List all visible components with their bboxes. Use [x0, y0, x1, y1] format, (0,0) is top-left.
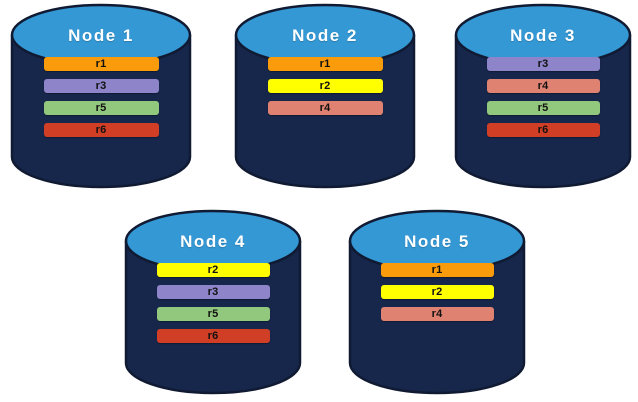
replica-label: r1: [319, 57, 331, 70]
replica-label: r6: [207, 329, 219, 342]
replica-label: r2: [431, 285, 443, 298]
replica-bar-r1[interactable]: r1: [43, 57, 159, 71]
cylinder-top-disk: [454, 3, 632, 67]
replica-bar-r6[interactable]: r6: [156, 329, 270, 343]
replica-label: r6: [95, 123, 107, 136]
replica-bar-r5[interactable]: r5: [43, 101, 159, 115]
replica-bar-r2[interactable]: r2: [380, 285, 494, 299]
replica-label: r5: [207, 307, 219, 320]
replica-label: r5: [537, 101, 549, 114]
replica-bar-r2[interactable]: r2: [156, 263, 270, 277]
replica-label: r2: [319, 79, 331, 92]
replica-bar-r4[interactable]: r4: [267, 101, 383, 115]
replica-label: r5: [95, 101, 107, 114]
replica-label: r1: [431, 263, 443, 276]
replica-bar-r5[interactable]: r5: [486, 101, 600, 115]
replica-label: r3: [95, 79, 107, 92]
replica-bar-r4[interactable]: r4: [486, 79, 600, 93]
node-2-replica-stack: r1 r2 r4: [232, 57, 418, 115]
cylinder-top-disk: [124, 209, 302, 273]
node-4-replica-stack: r2 r3 r5 r6: [122, 263, 304, 343]
replica-label: r2: [207, 263, 219, 276]
replica-bar-r6[interactable]: r6: [486, 123, 600, 137]
node-1-replica-stack: r1 r3 r5 r6: [8, 57, 194, 137]
replica-label: r4: [431, 307, 443, 320]
replica-label: r4: [537, 79, 549, 92]
replica-label: r4: [319, 101, 331, 114]
replica-label: r3: [537, 57, 549, 70]
replica-bar-r6[interactable]: r6: [43, 123, 159, 137]
replica-bar-r2[interactable]: r2: [267, 79, 383, 93]
replica-bar-r3[interactable]: r3: [486, 57, 600, 71]
node-5-replica-stack: r1 r2 r4: [346, 263, 528, 321]
replica-bar-r1[interactable]: r1: [267, 57, 383, 71]
node-3-replica-stack: r3 r4 r5 r6: [452, 57, 634, 137]
replica-label: r3: [207, 285, 219, 298]
cylinder-top-disk: [234, 3, 416, 67]
replica-label: r6: [537, 123, 549, 136]
replica-bar-r1[interactable]: r1: [380, 263, 494, 277]
replica-label: r1: [95, 57, 107, 70]
replica-bar-r3[interactable]: r3: [156, 285, 270, 299]
replica-bar-r5[interactable]: r5: [156, 307, 270, 321]
replica-bar-r3[interactable]: r3: [43, 79, 159, 93]
replica-bar-r4[interactable]: r4: [380, 307, 494, 321]
cylinder-top-disk: [348, 209, 526, 273]
cylinder-top-disk: [10, 3, 192, 67]
